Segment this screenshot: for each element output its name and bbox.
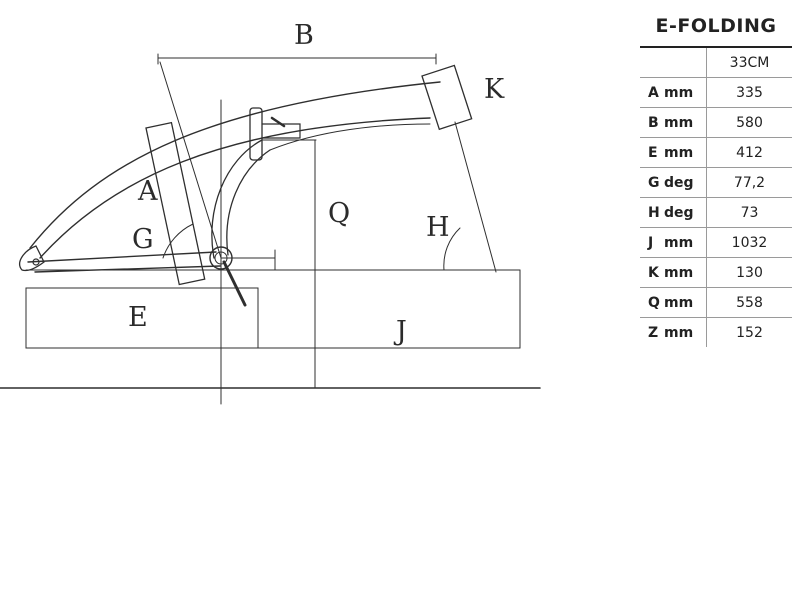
label-b: B xyxy=(294,20,314,51)
geometry-table: E-FOLDING 33CM A mm 335 B mm 580 E mm 41… xyxy=(640,6,792,347)
param-unit: deg xyxy=(664,167,707,198)
param-value: 558 xyxy=(706,287,792,318)
table-row: J mm 1032 xyxy=(640,227,792,258)
table-row: A mm 335 xyxy=(640,77,792,108)
param-value: 580 xyxy=(706,107,792,138)
seat-angle-line xyxy=(159,61,222,259)
param-value: 335 xyxy=(706,77,792,108)
frame-hinge-arc xyxy=(211,139,263,259)
folding-clamp xyxy=(249,107,263,161)
param-unit: mm xyxy=(664,317,707,347)
label-e: E xyxy=(128,302,148,333)
head-tube xyxy=(421,64,473,131)
table-row: Z mm 152 xyxy=(640,317,792,347)
param-name: G xyxy=(640,167,664,198)
param-name: H xyxy=(640,197,664,228)
table-row: K mm 130 xyxy=(640,257,792,288)
param-name: Z xyxy=(640,317,664,347)
label-k: K xyxy=(484,74,505,105)
param-value: 1032 xyxy=(706,227,792,258)
head-angle-line xyxy=(454,121,497,273)
param-unit: deg xyxy=(664,197,707,228)
table-row: B mm 580 xyxy=(640,107,792,138)
angle-h-arc xyxy=(443,227,461,271)
frame-size-header: 33CM xyxy=(706,46,792,78)
param-unit: mm xyxy=(664,137,707,168)
param-name: K xyxy=(640,257,664,288)
param-unit: mm xyxy=(664,257,707,288)
main-tube xyxy=(29,81,441,249)
param-value: 412 xyxy=(706,137,792,168)
label-q: Q xyxy=(328,198,350,229)
param-unit: mm xyxy=(664,227,707,258)
param-name: B xyxy=(640,107,664,138)
table-row: G deg 77,2 xyxy=(640,167,792,198)
param-value: 77,2 xyxy=(706,167,792,198)
param-value: 73 xyxy=(706,197,792,228)
param-value: 152 xyxy=(706,317,792,347)
label-g: G xyxy=(132,224,154,255)
param-name: J xyxy=(640,227,664,258)
param-unit: mm xyxy=(664,77,707,108)
label-a: A xyxy=(137,176,158,207)
param-name: E xyxy=(640,137,664,168)
rear-dropout xyxy=(19,245,45,272)
param-name: Q xyxy=(640,287,664,318)
label-h: H xyxy=(426,212,450,243)
seat-tube xyxy=(145,121,206,286)
param-value: 130 xyxy=(706,257,792,288)
table-row: H deg 73 xyxy=(640,197,792,228)
table-title: E-FOLDING xyxy=(640,6,792,48)
chain-stay xyxy=(27,251,217,263)
param-name: A xyxy=(640,77,664,108)
param-unit: mm xyxy=(664,107,707,138)
table-row: Q mm 558 xyxy=(640,287,792,318)
label-j: J xyxy=(393,316,407,347)
bottom-bracket xyxy=(209,246,233,270)
param-unit: mm xyxy=(664,287,707,318)
table-row: E mm 412 xyxy=(640,137,792,168)
kickstand xyxy=(222,260,247,307)
